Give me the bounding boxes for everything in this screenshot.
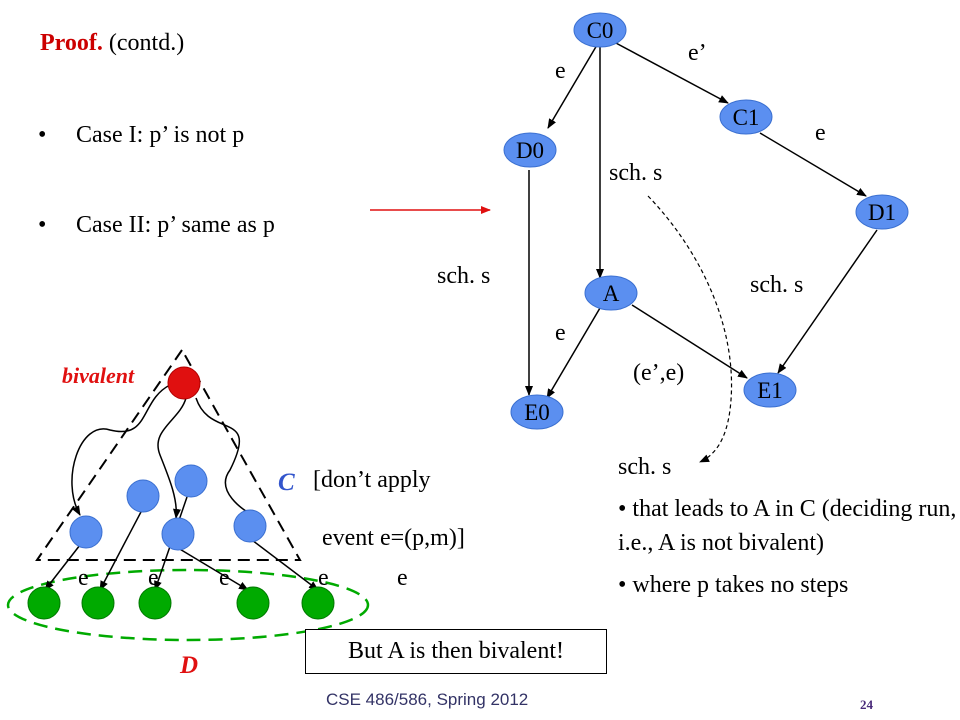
d-ellipse: [6, 568, 370, 642]
bivalent-node: [167, 366, 201, 400]
path-red-to-blue-3: [195, 397, 263, 521]
c-label: C: [278, 469, 295, 496]
path-red-to-blue-1: [71, 384, 171, 516]
page-number: 24: [860, 697, 873, 712]
proof-title: Proof. (contd.): [40, 30, 184, 57]
node-e0: E0: [510, 394, 564, 430]
label-c1-d1: e: [815, 120, 826, 146]
e-label-4: e: [318, 565, 329, 591]
edge-c0-c1: [613, 41, 729, 104]
dont-apply-label: [don’t apply: [313, 467, 431, 493]
path-red-to-blue-2: [157, 397, 187, 519]
green-node-5: [301, 586, 335, 620]
e-label-1: e: [78, 565, 89, 591]
node-d1: D1: [855, 194, 909, 230]
event-arrow-5: [251, 539, 319, 591]
label-d0-e0: sch. s: [437, 263, 490, 289]
edge-a-e0: [546, 307, 601, 399]
e-label-5: e: [397, 565, 408, 591]
right-sch-label: sch. s: [618, 454, 672, 480]
node-c1-label: C1: [733, 105, 760, 130]
label-a-e1: (e’,e): [633, 360, 684, 386]
bivalent-callout-box: But A is then bivalent!: [305, 629, 607, 674]
bullet-case-2-text: Case II: p’ same as p: [76, 212, 275, 238]
event-label: event e=(p,m)]: [322, 525, 465, 551]
right-bullet-1: • that leads to A in C (deciding run, i.…: [618, 496, 957, 556]
bullet-case-2: •Case II: p’ same as p: [38, 212, 275, 238]
event-arrow-1: [44, 544, 81, 591]
blue-node-1: [126, 479, 160, 513]
proof-contd: (contd.): [102, 30, 185, 56]
node-a: A: [584, 275, 638, 311]
node-e1-label: E1: [757, 378, 783, 403]
blue-node-4: [161, 517, 195, 551]
bullet-case-1: •Case I: p’ is not p: [38, 122, 245, 148]
bivalent-callout-text: But A is then bivalent!: [348, 638, 564, 664]
green-node-1: [27, 586, 61, 620]
node-d0-label: D0: [516, 138, 544, 163]
event-arrow-2: [99, 509, 143, 591]
proof-label: Proof.: [40, 30, 103, 56]
node-d0: D0: [503, 132, 557, 168]
label-d1-e1: sch. s: [750, 272, 803, 298]
node-c0: C0: [573, 12, 627, 48]
node-d1-label: D1: [868, 200, 896, 225]
blue-node-3: [69, 515, 103, 549]
node-c1: C1: [719, 99, 773, 135]
label-c0-a: sch. s: [609, 160, 662, 186]
green-node-3: [138, 586, 172, 620]
node-a-label: A: [603, 281, 620, 306]
right-text-block: sch. s • that leads to A in C (deciding …: [618, 450, 958, 602]
event-arrow-4: [177, 547, 249, 591]
edge-a-e1: [631, 304, 748, 379]
label-c0-d0: e: [555, 58, 566, 84]
node-e0-label: E0: [524, 400, 550, 425]
e-label-3: e: [219, 565, 230, 591]
right-bullet-2: • where p takes no steps: [618, 572, 849, 598]
d-label: D: [179, 652, 198, 679]
label-c0-c1: e’: [688, 40, 707, 66]
node-c0-label: C0: [587, 18, 614, 43]
c-triangle: [35, 348, 302, 561]
e-label-2: e: [148, 565, 159, 591]
edge-c1-d1: [759, 132, 867, 197]
footer-course: CSE 486/586, Spring 2012: [326, 690, 529, 709]
bivalent-label: bivalent: [62, 363, 135, 388]
edge-c0-d0: [547, 44, 598, 129]
node-e1: E1: [743, 372, 797, 408]
blue-node-2: [174, 464, 208, 498]
green-node-2: [81, 586, 115, 620]
green-node-4: [236, 586, 270, 620]
label-a-e0: e: [555, 320, 566, 346]
bullet-case-1-text: Case I: p’ is not p: [76, 122, 245, 148]
schedule-dashed-arrow: [647, 195, 733, 463]
blue-node-5: [233, 509, 267, 543]
edge-d1-e1: [777, 229, 878, 374]
